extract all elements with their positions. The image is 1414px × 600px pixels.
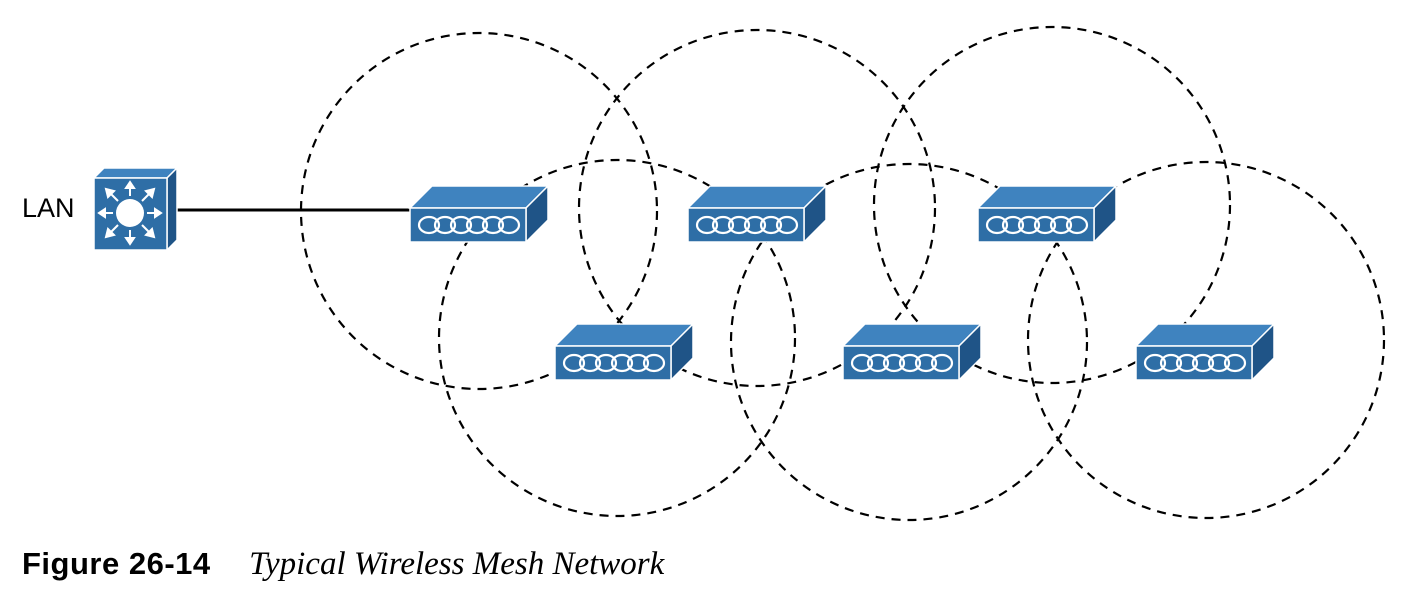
coverage-circle <box>577 28 937 388</box>
mesh-access-point-icon <box>408 184 550 244</box>
mesh-access-point-icon <box>553 322 695 382</box>
coverage-circle <box>729 162 1089 522</box>
mesh-access-point-icon <box>686 184 828 244</box>
multilayer-switch-icon <box>92 166 179 252</box>
coverage-circle <box>1026 160 1386 520</box>
figure-caption: Figure 26-14 Typical Wireless Mesh Netwo… <box>22 546 664 583</box>
coverage-circles <box>299 25 1386 522</box>
lan-label: LAN <box>22 193 75 223</box>
mesh-access-point-icon <box>976 184 1118 244</box>
mesh-access-point-icon <box>841 322 983 382</box>
coverage-circle <box>437 158 797 518</box>
figure-title: Typical Wireless Mesh Network <box>249 546 665 582</box>
mesh-access-point-icon <box>1134 322 1276 382</box>
mesh-network-diagram <box>92 25 1386 522</box>
coverage-circle <box>299 31 659 391</box>
coverage-circle <box>872 25 1232 385</box>
figure-number: Figure 26-14 <box>22 546 211 581</box>
